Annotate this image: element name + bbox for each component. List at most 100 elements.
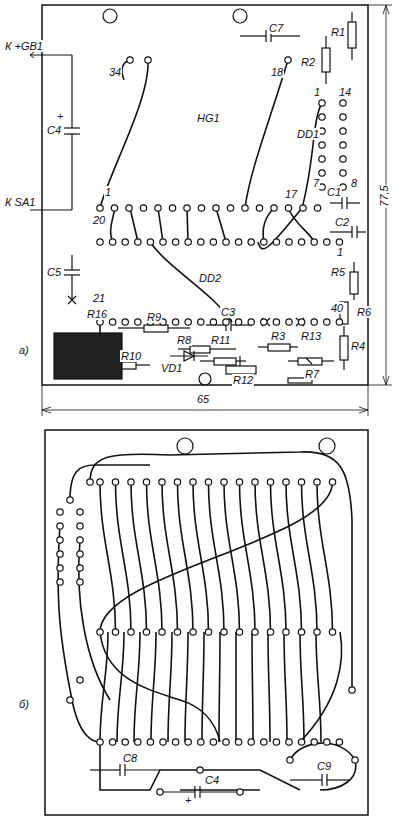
pad bbox=[311, 739, 317, 745]
pad bbox=[273, 319, 279, 325]
pad bbox=[242, 205, 248, 211]
pad bbox=[235, 739, 241, 745]
pad bbox=[198, 739, 204, 745]
pad bbox=[287, 757, 293, 763]
pad bbox=[57, 523, 63, 529]
pad bbox=[286, 319, 292, 325]
part-label: R2 bbox=[300, 56, 316, 68]
pad bbox=[87, 479, 93, 485]
capacitor-symbol bbox=[64, 255, 80, 304]
part-label: + bbox=[56, 110, 64, 122]
dimension-lines bbox=[42, 5, 392, 416]
part-label: 8 bbox=[350, 177, 358, 189]
pad bbox=[97, 205, 103, 211]
part-label: 77,5 bbox=[378, 184, 390, 207]
pad bbox=[221, 629, 227, 635]
pad bbox=[160, 739, 166, 745]
pad bbox=[324, 739, 330, 745]
pad bbox=[57, 565, 63, 571]
pad bbox=[97, 629, 103, 635]
pad bbox=[190, 629, 196, 635]
part-label: 1 bbox=[336, 246, 344, 258]
pad bbox=[198, 239, 204, 245]
part-label: C7 bbox=[268, 22, 284, 34]
pad bbox=[319, 100, 325, 106]
pad bbox=[157, 789, 163, 795]
pad bbox=[252, 629, 258, 635]
part-label: 17 bbox=[284, 188, 298, 200]
board-outline bbox=[45, 430, 368, 815]
resistor-symbol bbox=[350, 272, 358, 294]
part-label: C8 bbox=[122, 752, 138, 764]
part-label: C1 bbox=[326, 186, 342, 198]
pad bbox=[122, 319, 128, 325]
trace bbox=[100, 60, 322, 335]
pad bbox=[213, 205, 219, 211]
part-label: К SA1 bbox=[4, 196, 36, 208]
pad bbox=[143, 629, 149, 635]
part-label: 40 bbox=[330, 302, 344, 314]
led-hole bbox=[199, 373, 211, 385]
part-label: К +GB1 bbox=[4, 40, 44, 52]
pad bbox=[235, 319, 241, 325]
pad bbox=[159, 629, 165, 635]
part-label: 1 bbox=[104, 186, 112, 198]
pad bbox=[169, 205, 175, 211]
trace bbox=[252, 632, 253, 742]
pad bbox=[261, 739, 267, 745]
trace bbox=[286, 482, 302, 632]
pad bbox=[261, 319, 267, 325]
pad bbox=[143, 479, 149, 485]
part-label: VD1 bbox=[160, 362, 183, 374]
pad bbox=[223, 239, 229, 245]
trace bbox=[219, 632, 220, 742]
pad bbox=[97, 239, 103, 245]
pad bbox=[298, 319, 304, 325]
capacitor-symbol bbox=[90, 764, 350, 798]
part-label: C4 bbox=[204, 774, 220, 786]
pad bbox=[109, 319, 115, 325]
pad bbox=[227, 205, 233, 211]
part-label: 14 bbox=[338, 86, 352, 98]
pad bbox=[185, 239, 191, 245]
pad bbox=[324, 239, 330, 245]
pad bbox=[135, 319, 141, 325]
pads-and-traces bbox=[57, 57, 358, 795]
pad bbox=[283, 479, 289, 485]
resistor-symbol bbox=[340, 336, 348, 360]
pad bbox=[198, 319, 204, 325]
pad bbox=[77, 551, 83, 557]
pad bbox=[340, 156, 346, 162]
trace bbox=[235, 632, 237, 742]
pad bbox=[336, 739, 342, 745]
diode-symbol bbox=[170, 351, 208, 361]
part-label: R3 bbox=[270, 330, 286, 342]
pad bbox=[329, 629, 335, 635]
pad bbox=[311, 319, 317, 325]
pad bbox=[285, 57, 291, 63]
pad bbox=[340, 100, 346, 106]
pad bbox=[109, 739, 115, 745]
buzzer-block bbox=[54, 333, 122, 379]
pad bbox=[174, 479, 180, 485]
part-label: R12 bbox=[232, 374, 254, 386]
mount-hole bbox=[177, 438, 193, 454]
part-label: 1 bbox=[313, 86, 321, 98]
pad bbox=[57, 537, 63, 543]
pad bbox=[172, 739, 178, 745]
part-label: 65 bbox=[196, 393, 210, 405]
part-label: R10 bbox=[120, 350, 142, 362]
capacitor-symbol bbox=[64, 55, 80, 210]
pad bbox=[77, 677, 83, 683]
board-outline bbox=[42, 5, 368, 385]
pad bbox=[340, 128, 346, 134]
pad bbox=[298, 239, 304, 245]
pad bbox=[340, 170, 346, 176]
trace bbox=[317, 482, 333, 632]
pad bbox=[340, 114, 346, 120]
pad bbox=[77, 537, 83, 543]
part-label: R8 bbox=[176, 334, 192, 346]
pad bbox=[184, 205, 190, 211]
part-label: R6 bbox=[356, 306, 372, 318]
resistor-symbol bbox=[348, 22, 356, 48]
